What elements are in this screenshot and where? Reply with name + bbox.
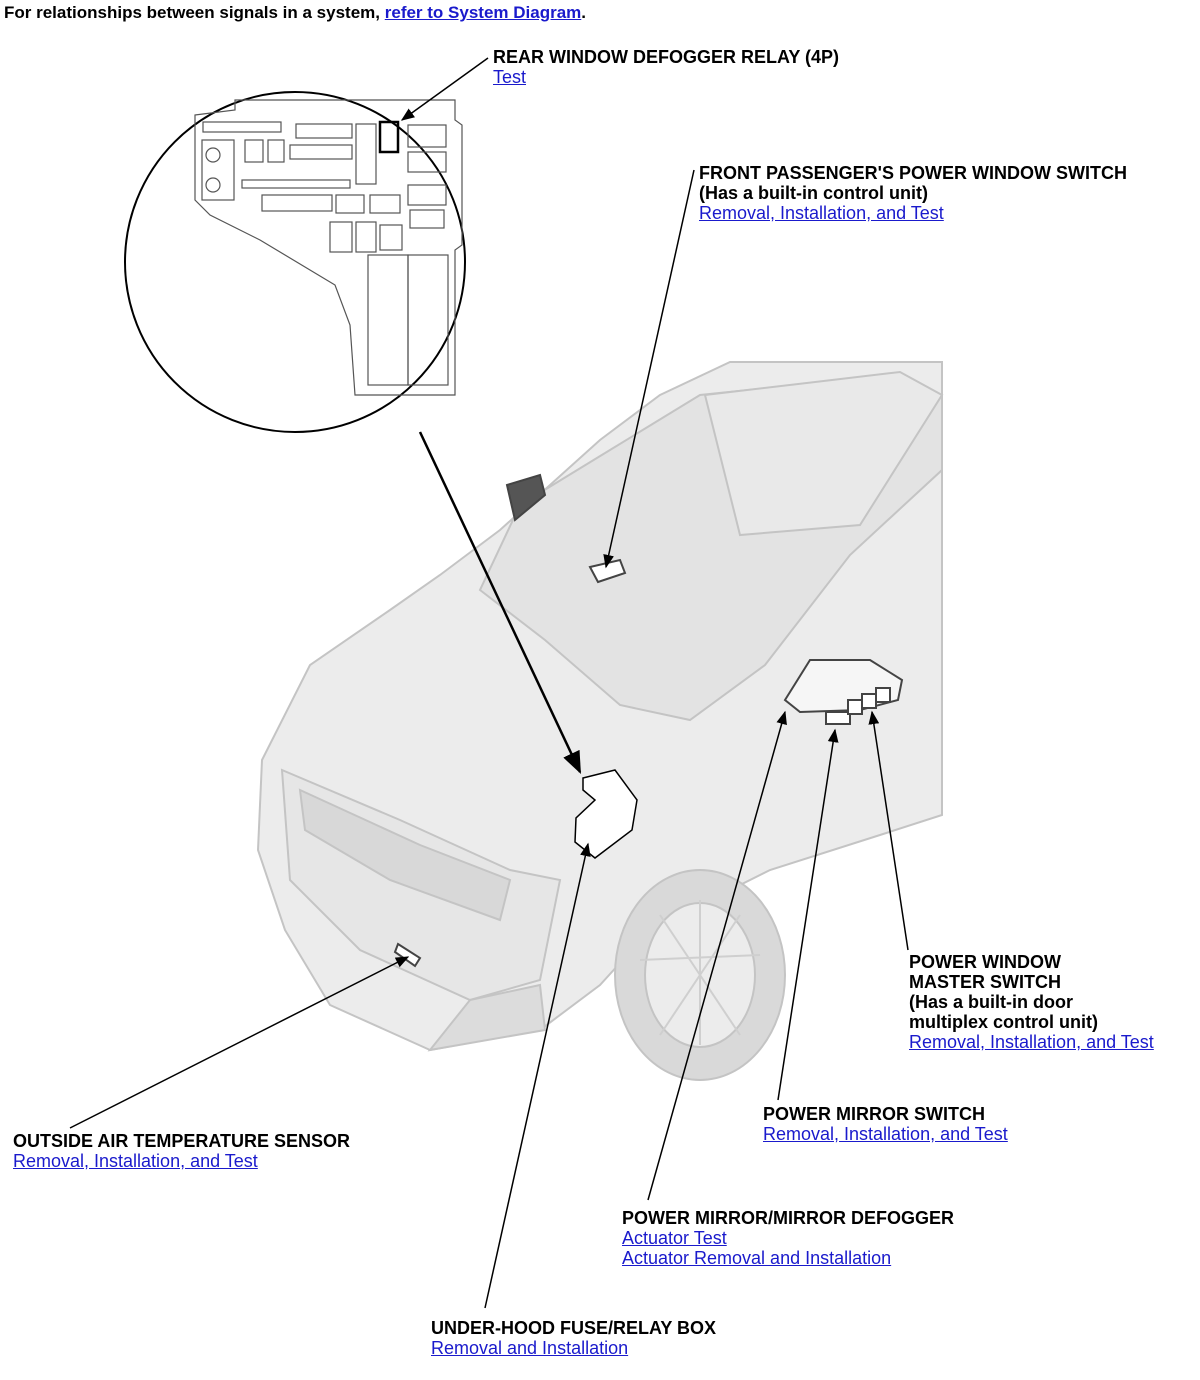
callout-underhood-fuse-box: UNDER-HOOD FUSE/RELAY BOX Removal and In… bbox=[431, 1318, 716, 1358]
front-passenger-switch-link[interactable]: Removal, Installation, and Test bbox=[699, 203, 944, 223]
outside-air-sensor-link[interactable]: Removal, Installation, and Test bbox=[13, 1151, 258, 1171]
callout-rear-defogger-relay: REAR WINDOW DEFOGGER RELAY (4P) Test bbox=[493, 47, 839, 87]
actuator-test-link[interactable]: Actuator Test bbox=[622, 1228, 727, 1248]
callout-title: OUTSIDE AIR TEMPERATURE SENSOR bbox=[13, 1131, 351, 1151]
callout-title-line-2: MASTER SWITCH bbox=[909, 972, 1061, 992]
callout-note-line-1: (Has a built-in door bbox=[909, 992, 1073, 1012]
callout-title: FRONT PASSENGER'S POWER WINDOW SWITCH bbox=[699, 163, 1127, 183]
callout-title: UNDER-HOOD FUSE/RELAY BOX bbox=[431, 1318, 717, 1338]
fuse-box-inset bbox=[124, 91, 466, 433]
intro-suffix: . bbox=[581, 3, 587, 22]
callout-front-passenger-switch: FRONT PASSENGER'S POWER WINDOW SWITCH (H… bbox=[699, 163, 1127, 223]
vehicle-illustration bbox=[256, 361, 944, 1081]
intro-line: For relationships between signals in a s… bbox=[4, 3, 586, 23]
callout-note: (Has a built-in control unit) bbox=[699, 183, 928, 203]
callout-power-window-master: POWER WINDOW MASTER SWITCH (Has a built-… bbox=[909, 952, 1154, 1052]
callout-power-mirror-switch: POWER MIRROR SWITCH Removal, Installatio… bbox=[763, 1104, 1008, 1144]
callout-title: REAR WINDOW DEFOGGER RELAY (4P) bbox=[493, 47, 840, 67]
callout-outside-air-sensor: OUTSIDE AIR TEMPERATURE SENSOR Removal, … bbox=[13, 1131, 350, 1171]
callout-title: POWER MIRROR/MIRROR DEFOGGER bbox=[622, 1208, 954, 1228]
callout-note-line-2: multiplex control unit) bbox=[909, 1012, 1098, 1032]
rear-defogger-test-link[interactable]: Test bbox=[493, 67, 527, 87]
system-diagram-link[interactable]: refer to System Diagram bbox=[384, 3, 582, 22]
callout-title-line-1: POWER WINDOW bbox=[909, 952, 1061, 972]
power-window-master-link[interactable]: Removal, Installation, and Test bbox=[909, 1032, 1154, 1052]
leader-lines bbox=[69, 57, 909, 1309]
intro-text: For relationships between signals in a s… bbox=[4, 3, 381, 22]
underhood-fuse-box-link[interactable]: Removal and Installation bbox=[431, 1338, 629, 1358]
actuator-removal-link[interactable]: Actuator Removal and Installation bbox=[622, 1248, 892, 1268]
callout-power-mirror-defogger: POWER MIRROR/MIRROR DEFOGGER Actuator Te… bbox=[622, 1208, 954, 1268]
callout-title: POWER MIRROR SWITCH bbox=[763, 1104, 985, 1124]
power-mirror-switch-link[interactable]: Removal, Installation, and Test bbox=[763, 1124, 1008, 1144]
